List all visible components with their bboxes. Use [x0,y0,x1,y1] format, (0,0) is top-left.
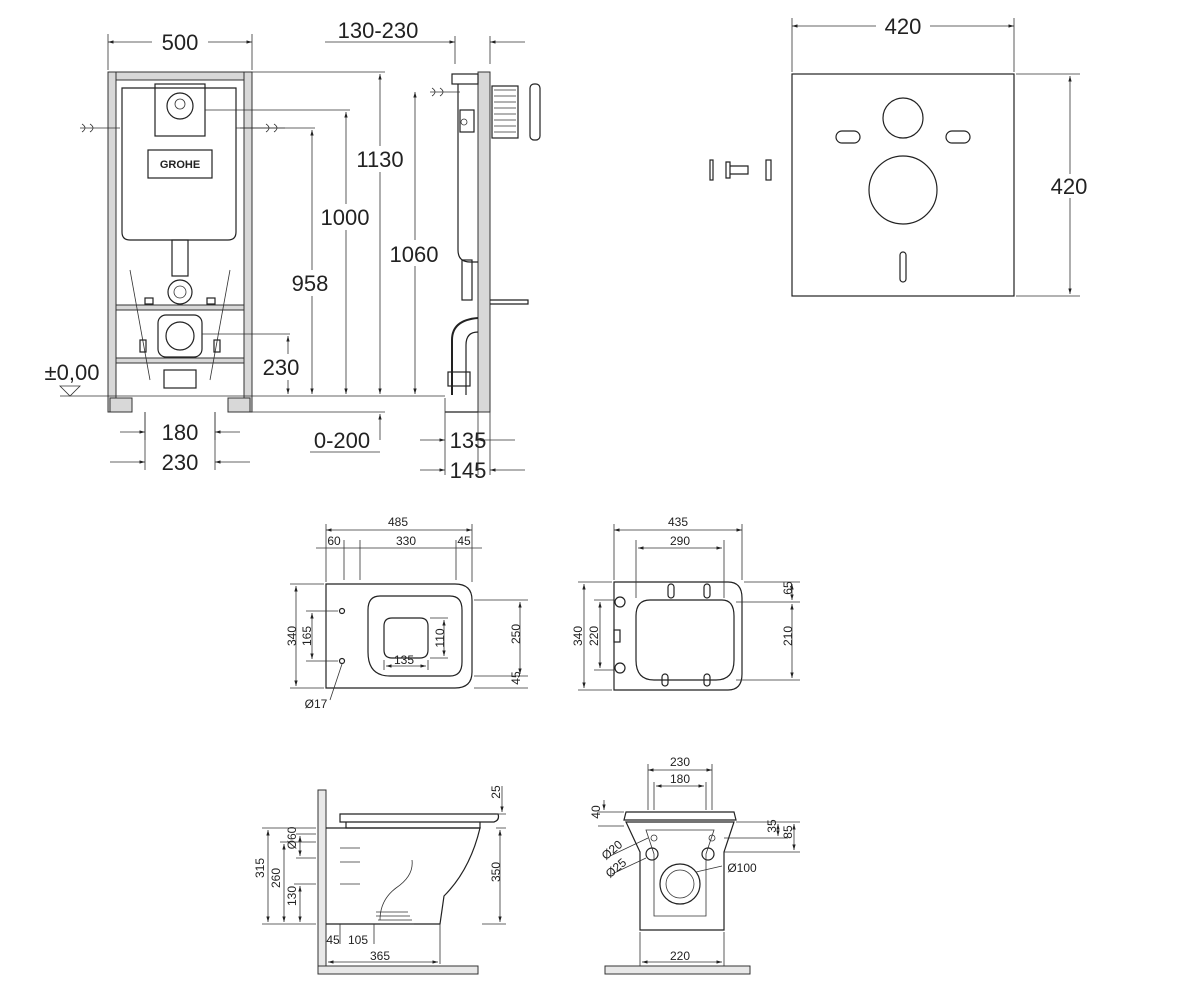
side-seg-45: 45 [326,933,340,947]
side-top-25: 25 [489,785,503,799]
back-width-220: 220 [670,949,690,963]
seat-top-view: 435 290 340 220 65 210 [571,515,800,691]
dim-height-1130: 1130 [356,147,403,172]
seat-inner-210: 210 [781,626,795,646]
dim-side-145: 145 [450,458,487,483]
back-width-180: 180 [670,772,690,786]
dim-width-500: 500 [162,30,199,55]
side-height-130: 130 [285,886,299,906]
back-height-85: 85 [781,825,795,839]
dim-adjust-0-200: 0-200 [314,428,370,453]
seat-inner-290: 290 [670,534,690,548]
dim-180: 180 [162,420,199,445]
back-dia-100: Ø100 [727,861,757,875]
bowl-back-view: 230 180 40 Ø20 Ø25 35 85 Ø100 220 [589,755,800,975]
back-height-35: 35 [765,819,779,833]
bowl-width-340: 340 [285,626,299,646]
side-length-365: 365 [370,949,390,963]
bowl-side-view: 25 350 315 260 Ø60 130 45 105 365 [253,785,506,975]
side-height-315: 315 [253,858,267,878]
soundproof-pad-view: 420 420 [709,14,1094,297]
frame-side-view: 135 145 [420,71,541,483]
bowl-offset-45: 45 [509,671,523,685]
seat-width-340: 340 [571,626,585,646]
side-height-260: 260 [269,868,283,888]
dim-230-bottom: 230 [162,450,199,475]
bowl-seg-60: 60 [327,534,341,548]
side-seg-105: 105 [348,933,368,947]
floor-level-label: ±0,00 [45,360,100,385]
bowl-seg-45: 45 [457,534,471,548]
dim-height-230: 230 [263,355,300,380]
bowl-hole-dia: Ø17 [305,697,328,711]
back-height-40: 40 [589,805,603,819]
bowl-length-485: 485 [388,515,408,529]
dim-height-958: 958 [292,271,329,296]
seat-offset-65: 65 [781,581,795,595]
bowl-inner-135: 135 [394,653,414,667]
brand-logo: GROHE [160,159,200,171]
back-width-230: 230 [670,755,690,769]
dim-height-1000: 1000 [321,205,370,230]
dim-side-135: 135 [450,428,487,453]
bowl-hole-165: 165 [300,626,314,646]
bowl-inner-110: 110 [433,628,447,647]
pad-height: 420 [1051,174,1088,199]
bowl-seg-330: 330 [396,534,416,548]
bowl-width-250: 250 [509,624,523,644]
side-height-350: 350 [489,862,503,882]
seat-length-435: 435 [668,515,688,529]
bowl-top-view: 485 60 330 45 340 165 110 135 250 45 Ø17 [285,515,528,711]
seat-inner-220: 220 [587,626,601,646]
dim-depth-range: 130-230 [338,18,419,43]
dim-height-1060: 1060 [390,242,439,267]
side-dia-60: Ø60 [285,826,299,849]
frame-front-view: GROHE 500 130-230 [45,18,525,475]
pad-width: 420 [885,14,922,39]
